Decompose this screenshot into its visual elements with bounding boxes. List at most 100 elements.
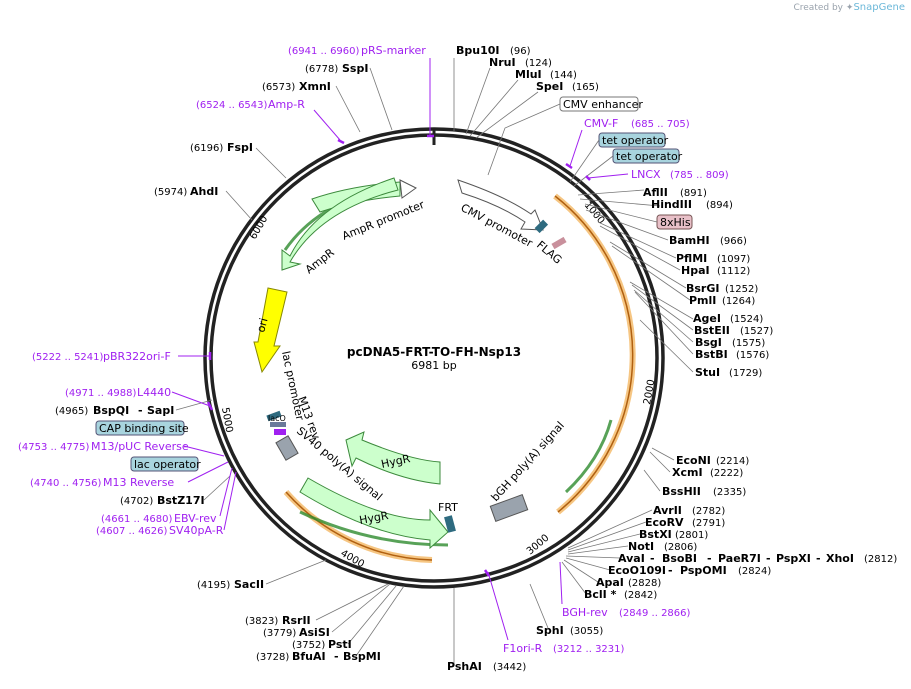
enzyme-bpu10i-pos: (96) — [510, 46, 531, 57]
enzyme-avrii[interactable]: AvrII — [653, 504, 682, 517]
box-cap-site: CAP binding site — [95, 420, 189, 436]
svg-text:tet operator: tet operator — [616, 150, 683, 163]
enzyme-econi-pos: (2214) — [716, 456, 749, 467]
enzyme-econi[interactable]: EcoNI — [676, 454, 711, 467]
enzyme-agei[interactable]: AgeI — [693, 312, 721, 325]
primer-pbr322ori-f[interactable]: pBR322ori-F — [103, 350, 171, 363]
enzyme-hpai-pos: (1112) — [717, 266, 750, 277]
enzyme-pshai[interactable]: PshAI — [447, 660, 482, 673]
enzyme-pflmi[interactable]: PflMI — [676, 252, 707, 265]
enzyme-nrui-pos: (124) — [525, 58, 552, 69]
box-tet-operator-1: tet operator — [598, 132, 669, 148]
enzyme-ecorv[interactable]: EcoRV — [645, 516, 684, 529]
enzyme-ecoo109i[interactable]: EcoO109I — [608, 564, 666, 577]
primer-sv40pa-r-range: (4607 .. 4626) — [96, 526, 168, 537]
enzyme-rsrii[interactable]: RsrII — [282, 614, 311, 627]
enzyme-bfuai-pos: (3728) — [256, 652, 289, 663]
primer-sv40pa-r[interactable]: SV40pA-R — [169, 524, 224, 537]
nsp13-green-line — [564, 419, 613, 494]
enzyme-agei-pos: (1524) — [730, 314, 763, 325]
enzyme-bstxi-pos: (2801) — [675, 530, 708, 541]
enzyme-sspi[interactable]: SspI — [342, 62, 368, 75]
enzyme-pspomi[interactable]: PspOMI — [680, 564, 727, 577]
enzyme-mlui[interactable]: MluI — [515, 68, 542, 81]
enzyme-noti[interactable]: NotI — [628, 540, 654, 553]
primer-f1ori-r[interactable]: F1ori-R — [503, 642, 543, 655]
enzyme-fspi[interactable]: FspI — [227, 141, 253, 154]
enzyme-asisi[interactable]: AsiSI — [299, 626, 330, 639]
frt-box — [444, 515, 456, 533]
label-frt: FRT — [438, 501, 458, 514]
primer-l4440[interactable]: L4440 — [137, 386, 171, 399]
enzyme-bsobi[interactable]: BsoBI — [662, 552, 697, 565]
primer-f1ori-r-range: (3212 .. 3231) — [553, 644, 625, 655]
enzyme-bspqi[interactable]: BspQI — [93, 404, 129, 417]
enzyme-asisi-pos: (3779) — [263, 628, 296, 639]
primer-cmv-f[interactable]: CMV-F — [584, 117, 618, 130]
enzyme-bfuai[interactable]: BfuAI — [292, 650, 326, 663]
enzyme-apai[interactable]: ApaI — [596, 576, 624, 589]
enzyme-sacii[interactable]: SacII — [234, 578, 264, 591]
ampr-promoter-head — [399, 179, 417, 199]
enzyme-pspxi[interactable]: PspXI — [776, 552, 811, 565]
brand-credit: Created by ✦SnapGene — [793, 2, 905, 13]
primer-prs-marker[interactable]: pRS-marker — [361, 44, 426, 57]
bgh-box — [489, 494, 529, 522]
enzyme-sapi[interactable]: SapI — [147, 404, 174, 417]
enzyme-bstbi[interactable]: BstBI — [695, 348, 728, 361]
enzyme-xmni[interactable]: XmnI — [299, 80, 331, 93]
ori-arrow — [253, 287, 288, 374]
enzyme-sphi[interactable]: SphI — [536, 624, 564, 637]
enzyme-xhoi[interactable]: XhoI — [826, 552, 854, 565]
enzyme-bspmi[interactable]: BspMI — [343, 650, 381, 663]
enzyme-pmli[interactable]: PmlI — [689, 294, 716, 307]
enzyme-xcmi[interactable]: XcmI — [672, 466, 703, 479]
label-lacO: lacO — [268, 414, 286, 423]
enzyme-bstz17i[interactable]: BstZ17I — [157, 494, 205, 507]
enzyme-bcli-pos: (2842) — [624, 590, 657, 601]
enzyme-avai[interactable]: AvaI — [618, 552, 645, 565]
enzyme-paer7i[interactable]: PaeR7I — [718, 552, 761, 565]
enzyme-avrii-pos: (2782) — [692, 506, 725, 517]
enzyme-xhoi-pos: (2812) — [864, 554, 897, 565]
plasmid-length: 6981 bp — [411, 359, 456, 372]
enzyme-bamhi[interactable]: BamHI — [669, 234, 710, 247]
enzyme-bstxi[interactable]: BstXI — [639, 528, 672, 541]
enzyme-bsgi-pos: (1575) — [732, 338, 765, 349]
nsp13-highlight-right — [553, 193, 636, 515]
enzyme-psti[interactable]: PstI — [328, 638, 352, 651]
enzyme-bsteii[interactable]: BstEII — [694, 324, 730, 337]
enzyme-spei[interactable]: SpeI — [536, 80, 563, 93]
ampr-arrow — [281, 177, 399, 271]
primer-lncx[interactable]: LNCX — [631, 168, 661, 181]
hygr-arrow-inner — [345, 431, 441, 485]
enzyme-aflii[interactable]: AflII — [643, 186, 668, 199]
enzyme-hindiii[interactable]: HindIII — [651, 198, 692, 211]
enzyme-bfuai-sep: - — [334, 650, 339, 663]
enzyme-bcli[interactable]: BclI * — [584, 588, 617, 601]
enzyme-stui[interactable]: StuI — [695, 366, 720, 379]
enzyme-apai-pos: (2828) — [628, 578, 661, 589]
enzyme-ahdi[interactable]: AhdI — [190, 185, 218, 198]
enzyme-sacii-pos: (4195) — [197, 580, 230, 591]
enzyme-bsshii[interactable]: BssHII — [662, 485, 701, 498]
cmv-promoter-arrow — [457, 179, 544, 231]
enzyme-bpu10i[interactable]: Bpu10I — [456, 44, 500, 57]
primer-m13-reverse[interactable]: M13 Reverse — [103, 476, 174, 489]
enzyme-bsgi[interactable]: BsgI — [695, 336, 722, 349]
enzyme-bstz17i-pos: (4702) — [120, 496, 153, 507]
enzyme-spei-pos: (165) — [572, 82, 599, 93]
nsp13-line-right — [554, 195, 634, 513]
enzyme-hpai[interactable]: HpaI — [681, 264, 710, 277]
primer-ebv-rev[interactable]: EBV-rev — [174, 512, 217, 525]
primer-lncx-range: (785 .. 809) — [670, 170, 729, 181]
enzyme-labels: Bpu10I (96) NruI (124) MluI (144) SpeI (… — [55, 44, 897, 673]
enzyme-pflmi-pos: (1097) — [717, 254, 750, 265]
box-cmv-enhancer: CMV enhancer — [559, 96, 643, 112]
enzyme-nrui[interactable]: NruI — [489, 56, 516, 69]
primer-bgh-rev[interactable]: BGH-rev — [562, 606, 608, 619]
enzyme-bsrgi[interactable]: BsrGI — [686, 282, 719, 295]
primer-amp-r[interactable]: Amp-R — [268, 98, 305, 111]
primer-m13puc-reverse[interactable]: M13/pUC Reverse — [91, 440, 189, 453]
